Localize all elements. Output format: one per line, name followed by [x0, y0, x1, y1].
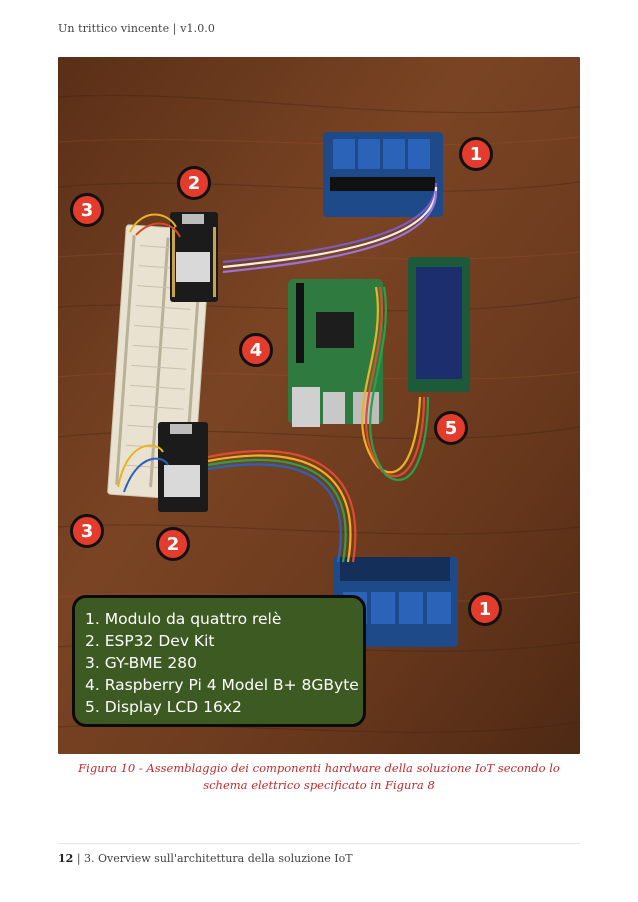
marker-lcd: 5 — [434, 411, 468, 445]
running-header: Un trittico vincente | v1.0.0 — [58, 22, 215, 35]
relay-module-top — [323, 132, 443, 217]
footer-separator: | — [76, 852, 81, 865]
legend-item-raspberry-pi: 4. Raspberry Pi 4 Model B+ 8GByte — [85, 676, 359, 694]
marker-esp32-bottom: 2 — [156, 527, 190, 561]
esp32-bottom — [158, 422, 208, 512]
raspberry-pi — [288, 279, 383, 427]
legend-item-esp32: 2. ESP32 Dev Kit — [85, 632, 215, 650]
page-footer: 12 | 3. Overview sull'architettura della… — [58, 852, 353, 865]
footer-section: 3. Overview sull'architettura della solu… — [84, 852, 353, 865]
component-legend: 1. Modulo da quattro relè 2. ESP32 Dev K… — [72, 595, 366, 727]
figure-caption: Figura 10 - Assemblaggio dei componenti … — [78, 761, 560, 792]
hardware-photo: 1 2 3 4 5 3 2 1 1. Modulo da quattro rel… — [58, 57, 580, 754]
esp32-top — [170, 212, 218, 302]
lcd-display — [408, 257, 470, 392]
footer-divider — [58, 843, 580, 844]
legend-item-relay: 1. Modulo da quattro relè — [85, 610, 282, 628]
marker-relay-bottom: 1 — [468, 592, 502, 626]
page-number: 12 — [58, 852, 74, 865]
legend-item-lcd: 5. Display LCD 16x2 — [85, 698, 242, 716]
marker-sensor-bottom: 3 — [70, 514, 104, 548]
legend-item-sensor: 3. GY-BME 280 — [85, 654, 197, 672]
marker-relay-top: 1 — [459, 137, 493, 171]
marker-raspberry-pi: 4 — [239, 333, 273, 367]
marker-sensor-top: 3 — [70, 193, 104, 227]
marker-esp32-top: 2 — [177, 166, 211, 200]
